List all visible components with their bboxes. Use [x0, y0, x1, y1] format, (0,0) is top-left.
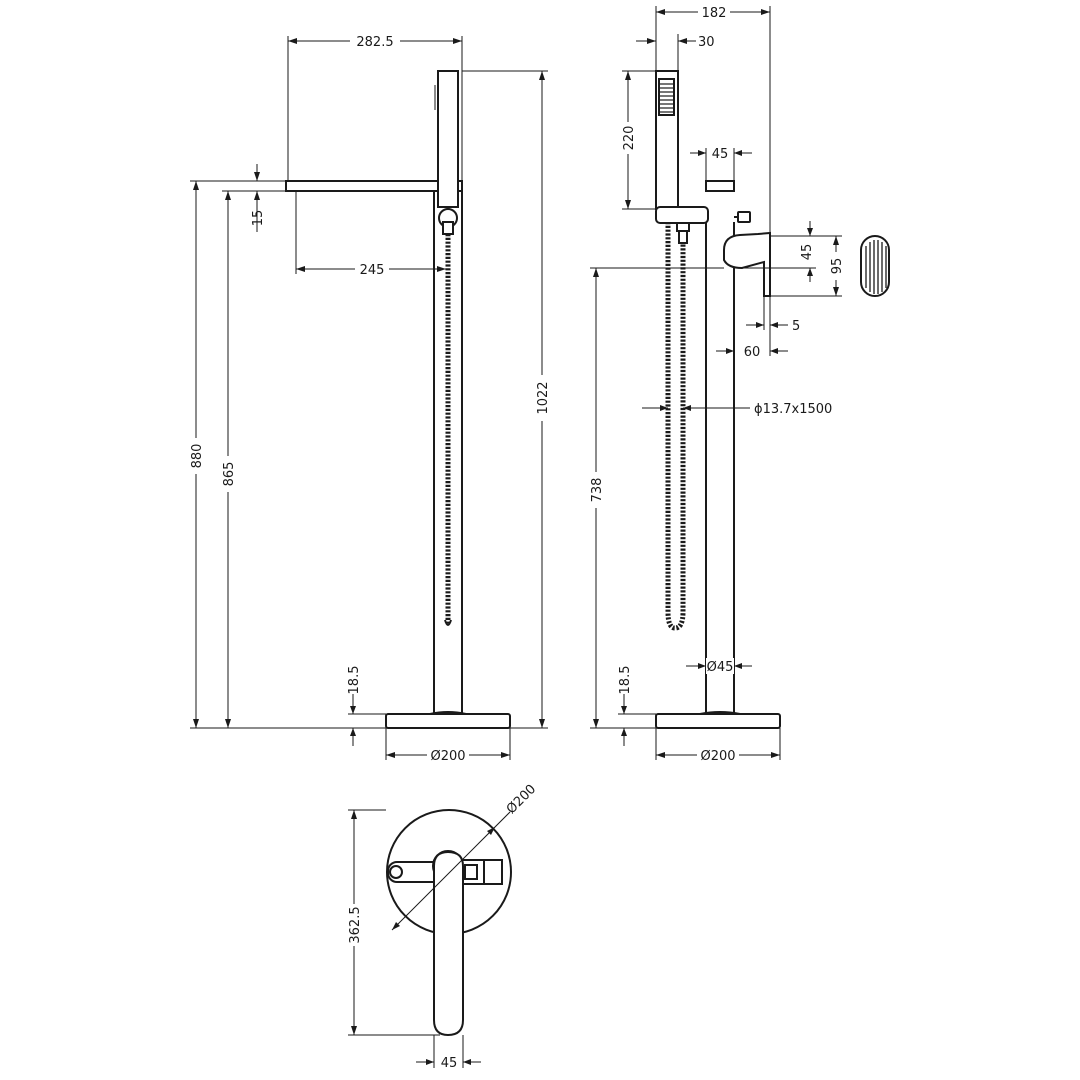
dim-lever-height: 45: [800, 244, 815, 261]
front-view: 282.5 1022 15 245: [187, 33, 551, 764]
dim-spout-height: 880: [190, 444, 205, 469]
fluted-handle-detail: [860, 235, 890, 297]
dim-total-width: 182: [702, 6, 727, 21]
dim-base-thickness: 18.5: [347, 666, 362, 695]
dim-handset-length: 220: [622, 126, 637, 151]
plan-view-outline: [386, 809, 512, 1037]
dim-lever-length: 362.5: [348, 906, 363, 943]
dim-column-diameter: Ø45: [707, 660, 734, 675]
dim-spout-outlet-height: 865: [222, 462, 237, 487]
dim-base-diameter: Ø200: [430, 749, 465, 764]
plan-view: Ø200 362.5 45: [345, 782, 539, 1071]
front-dimensions: 282.5 1022 15 245: [187, 33, 551, 764]
dim-base-thickness-side: 18.5: [618, 666, 633, 695]
dim-spout-projection: 245: [360, 263, 385, 278]
side-view-outline: [655, 70, 781, 729]
dim-lever-depth: 60: [744, 345, 761, 360]
dim-base-diameter-side: Ø200: [700, 749, 735, 764]
side-dimensions: 182 30 220 45: [587, 4, 845, 764]
dim-lever-width: 45: [441, 1056, 458, 1071]
dim-plan-base-diameter: Ø200: [504, 782, 539, 817]
dim-handle-height: 738: [590, 478, 605, 503]
dim-hose-spec: ϕ13.7x1500: [754, 402, 832, 417]
dim-lever-gap: 5: [792, 319, 800, 334]
dim-spout-thickness: 15: [251, 210, 266, 227]
dim-lever-total: 95: [830, 258, 845, 275]
dim-handset-width: 30: [698, 35, 715, 50]
front-view-outline: [285, 70, 511, 729]
side-view: 182 30 220 45: [587, 4, 890, 764]
dim-overall-height: 1022: [536, 381, 551, 414]
dim-spout-reach: 282.5: [356, 35, 393, 50]
dim-spout-offset: 45: [712, 147, 729, 162]
